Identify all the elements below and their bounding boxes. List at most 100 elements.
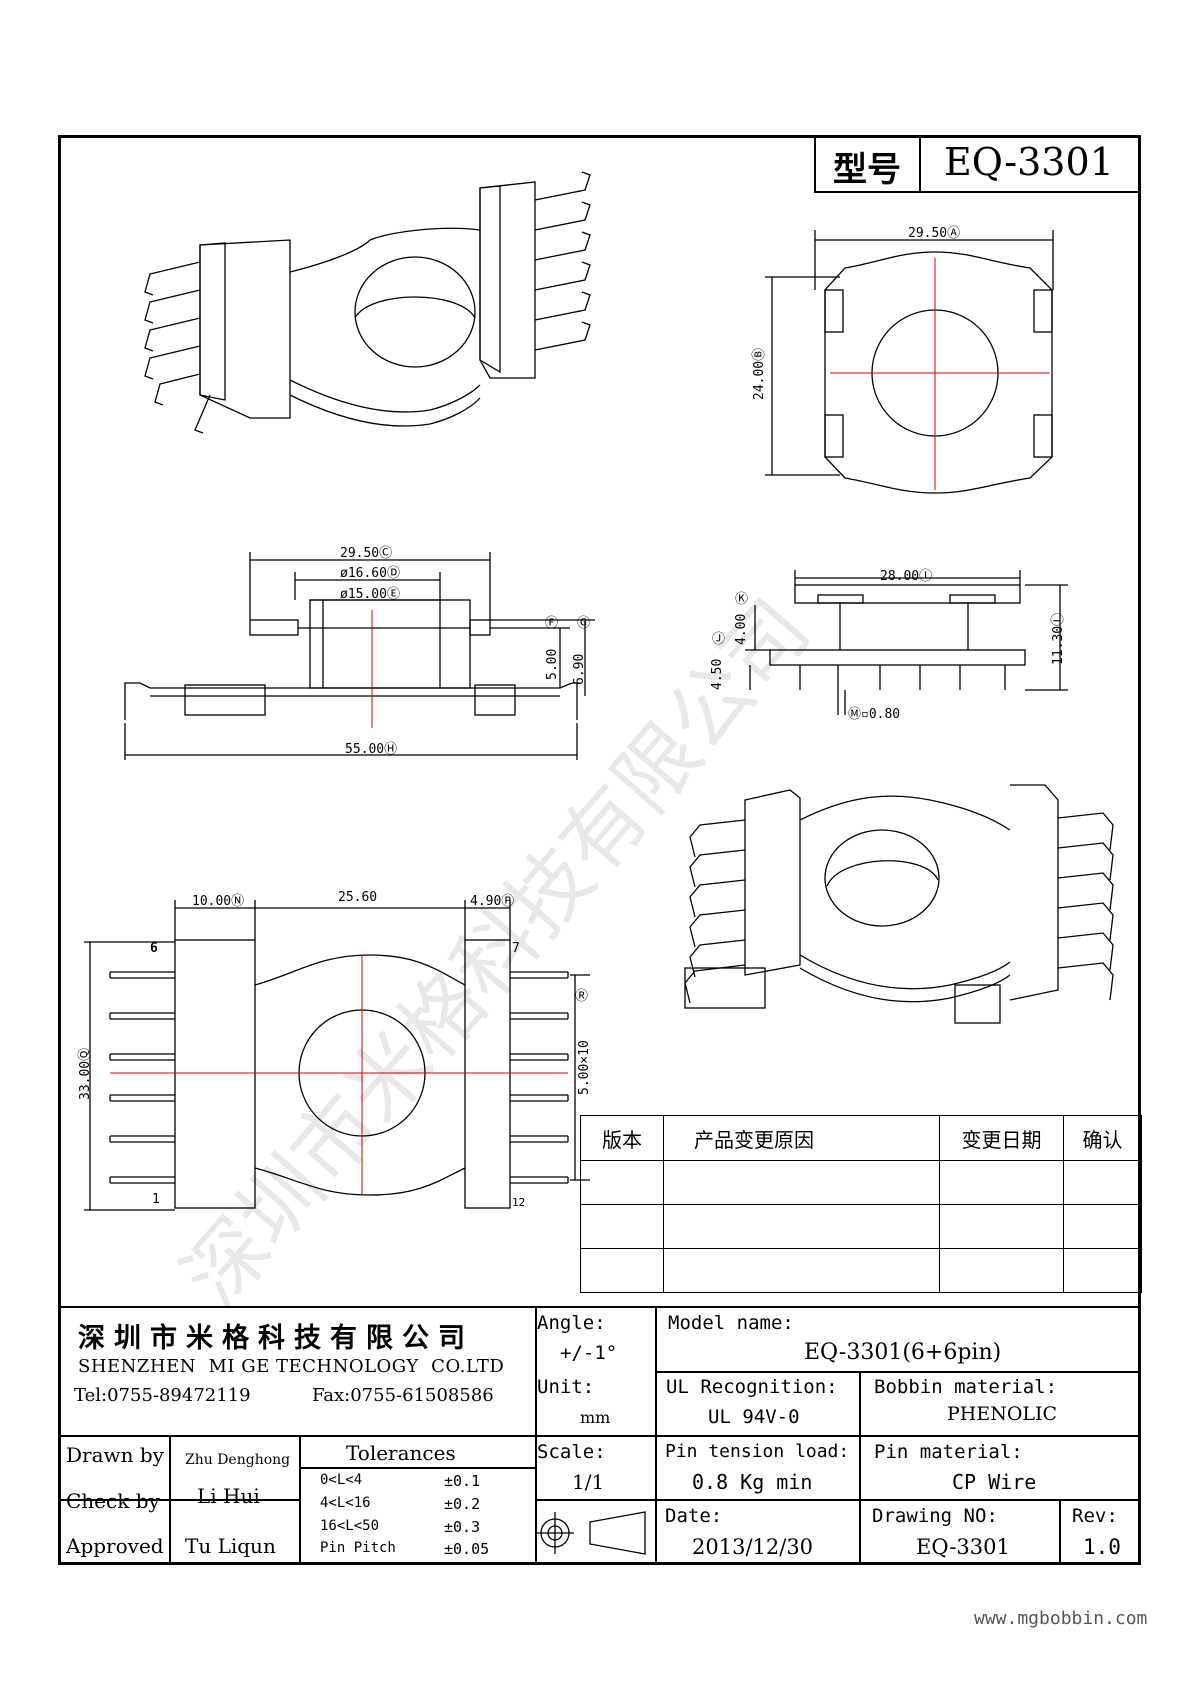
rev-header-confirm: 确认: [1063, 1115, 1142, 1161]
iso-view-top: [144, 171, 591, 434]
website-link[interactable]: www.mgbobbin.com: [974, 1608, 1148, 1629]
scale-label: Scale:: [537, 1441, 606, 1463]
pin-material-label: Pin material:: [874, 1441, 1023, 1463]
dim-end-width: 28.00Ⓘ: [880, 569, 933, 584]
projection-symbol: [536, 1511, 646, 1555]
dim-side-outer: 29.50Ⓒ: [340, 546, 393, 561]
check-label: Check by: [66, 1489, 160, 1513]
angle-label: Angle:: [537, 1312, 606, 1334]
drawing-no-value: EQ-3301: [916, 1535, 1010, 1559]
rev-header-version: 版本: [580, 1115, 664, 1161]
dim-top-width: 29.50Ⓐ: [908, 226, 961, 241]
approved-value: Tu Liqun: [185, 1534, 276, 1558]
tolerance-range: 4<L<16: [320, 1495, 371, 1511]
table-cell: [1063, 1204, 1142, 1249]
table-cell: [580, 1160, 664, 1205]
iso-view-bottom: [684, 784, 1114, 1024]
dim-side-h2: 6.90: [572, 653, 587, 685]
table-row: [580, 1160, 1142, 1205]
dim-side-d2: ø15.00Ⓔ: [340, 587, 400, 602]
table-cell: [1063, 1248, 1142, 1293]
table-cell: [663, 1248, 940, 1293]
pin-tension-value: 0.8 Kg min: [692, 1470, 813, 1494]
end-view: [745, 570, 1068, 715]
dim-top-height: 24.00Ⓑ: [752, 347, 767, 400]
tolerance-value: ±0.2: [444, 1495, 481, 1513]
company-fax: Fax:0755-61508586: [312, 1385, 494, 1406]
dim-bottom-p: 4.90Ⓟ: [470, 894, 515, 909]
model-name-label: Model name:: [668, 1312, 794, 1334]
dim-end-pin: Ⓜ▫0.80: [848, 707, 901, 722]
rev-value: 1.0: [1083, 1535, 1121, 1559]
dim-end-l: 11.30Ⓛ: [1051, 612, 1066, 665]
check-value: Li Hui: [197, 1484, 260, 1508]
bottom-plan-view: [84, 900, 590, 1211]
table-row: [580, 1204, 1142, 1249]
approved-label: Approved: [66, 1534, 164, 1558]
unit-label: Unit:: [537, 1376, 595, 1398]
scale-value: 1/1: [572, 1470, 605, 1494]
dim-end-k-val: 4.00: [734, 613, 749, 645]
dim-bottom-r: Ⓡ: [575, 989, 589, 1004]
angle-value: +/-1°: [560, 1342, 618, 1364]
model-label: 型号: [833, 150, 901, 190]
drawn-value: Zhu Denghong: [185, 1452, 291, 1468]
pin-material-value: CP Wire: [952, 1470, 1037, 1494]
ul-value: UL 94V-0: [708, 1406, 800, 1428]
table-row: [580, 1248, 1142, 1293]
tolerances-label: Tolerances: [346, 1441, 456, 1465]
pin-label-6: 6: [150, 941, 158, 956]
company-name-cn: 深圳市米格科技有限公司: [78, 1323, 474, 1354]
table-cell: [939, 1204, 1064, 1249]
dim-end-k: Ⓚ: [735, 592, 749, 607]
dim-side-d1: ø16.60Ⓓ: [340, 566, 400, 581]
pin-label-1: 1: [152, 1192, 160, 1207]
table-cell: [663, 1204, 940, 1249]
dim-bottom-q: 33.00Ⓠ: [78, 1047, 93, 1100]
dim-side-g: Ⓖ: [577, 616, 591, 631]
tolerance-range: 0<L<4: [320, 1472, 363, 1488]
date-label: Date:: [665, 1505, 723, 1527]
drawing-frame: [58, 135, 1141, 1565]
rev-header-date: 变更日期: [939, 1115, 1064, 1161]
dim-bottom-mid: 25.60: [338, 890, 378, 905]
unit-value: mm: [580, 1408, 611, 1427]
tolerance-range: Pin Pitch: [320, 1540, 396, 1556]
dim-side-total: 55.00Ⓗ: [345, 742, 398, 757]
top-plan-view: [765, 230, 1054, 494]
model-name-value: EQ-3301(6+6pin): [804, 1340, 1002, 1365]
table-cell: [1063, 1160, 1142, 1205]
tolerance-value: ±0.1: [444, 1472, 481, 1490]
ul-label: UL Recognition:: [666, 1376, 838, 1398]
dim-side-f: Ⓕ: [545, 616, 559, 631]
table-cell: [580, 1204, 664, 1249]
rev-label: Rev:: [1072, 1505, 1118, 1527]
model-value: EQ-3301: [944, 140, 1114, 184]
company-name-en: SHENZHEN MI GE TECHNOLOGY CO.LTD: [78, 1356, 505, 1377]
revision-table: 版本 产品变更原因 变更日期 确认: [580, 1115, 1142, 1293]
rev-header-reason: 产品变更原因: [663, 1115, 940, 1161]
bobbin-label: Bobbin material:: [874, 1376, 1058, 1398]
dim-end-j-val: 4.50: [710, 658, 725, 690]
pin-label-12: 12: [512, 1196, 526, 1209]
table-cell: [939, 1160, 1064, 1205]
tolerance-value: ±0.3: [444, 1518, 481, 1536]
tolerance-range: 16<L<50: [320, 1518, 380, 1534]
table-cell: [663, 1160, 940, 1205]
drawing-no-label: Drawing NO:: [872, 1505, 998, 1527]
bobbin-value: PHENOLIC: [947, 1403, 1058, 1425]
title-block-grid: [58, 1306, 1141, 1565]
company-tel: Tel:0755-89472119: [74, 1385, 251, 1406]
dim-bottom-pitch: 5.00×10: [577, 1040, 592, 1095]
pin-label-7: 7: [512, 941, 520, 956]
table-cell: [580, 1248, 664, 1293]
side-view: [124, 552, 595, 760]
pin-tension-label: Pin tension load:: [665, 1441, 850, 1462]
tolerance-value: ±0.05: [444, 1540, 490, 1558]
dim-side-h1: 5.00: [545, 648, 560, 680]
date-value: 2013/12/30: [692, 1535, 814, 1559]
dim-end-j: Ⓙ: [712, 632, 726, 647]
drawn-label: Drawn by: [66, 1443, 164, 1467]
dim-bottom-n: 10.00Ⓝ: [192, 894, 245, 909]
